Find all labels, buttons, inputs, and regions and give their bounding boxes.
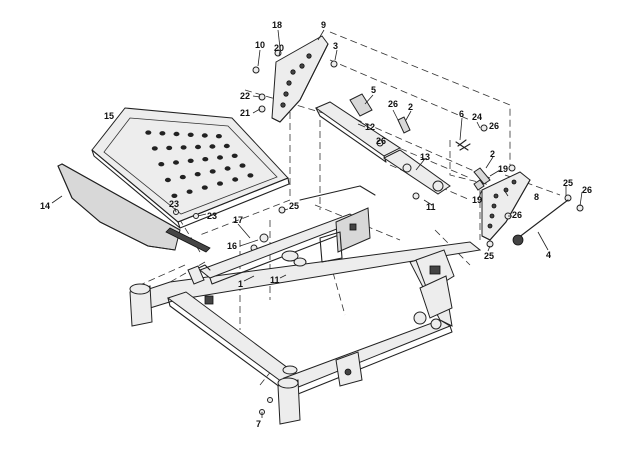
callout-19: 19 bbox=[472, 195, 482, 205]
hardware-small bbox=[173, 49, 584, 415]
seat-plate-hole bbox=[164, 177, 171, 183]
callout-24: 24 bbox=[472, 112, 482, 122]
callout-19: 19 bbox=[498, 164, 508, 174]
seat-plate-hole bbox=[239, 163, 246, 168]
seat-plate bbox=[91, 107, 290, 229]
seat-plate-hole bbox=[215, 134, 222, 139]
callout-2: 2 bbox=[408, 102, 413, 112]
seat-plate-hole bbox=[231, 153, 238, 158]
callout-22: 22 bbox=[240, 91, 250, 101]
seat-plate-hole bbox=[179, 174, 186, 180]
seat-plate-hole bbox=[159, 131, 166, 136]
seat-switch-rod bbox=[512, 199, 569, 246]
seat-plate-hole bbox=[187, 132, 194, 137]
callout-12: 12 bbox=[365, 122, 375, 132]
seat-plate-hole bbox=[151, 146, 158, 151]
callout-26: 26 bbox=[388, 99, 398, 109]
callout-23: 23 bbox=[207, 211, 217, 221]
seat-plate-hole bbox=[173, 160, 179, 165]
seat-plate-hole bbox=[247, 173, 254, 178]
callout-17: 17 bbox=[233, 215, 243, 225]
seat-plate-holes bbox=[145, 130, 254, 198]
callout-13: 13 bbox=[420, 152, 430, 162]
seat-plate-hole bbox=[173, 131, 180, 137]
seat-plate-hole bbox=[166, 145, 173, 151]
callout-11: 11 bbox=[426, 202, 436, 212]
callout-26: 26 bbox=[376, 136, 386, 146]
callout-11: 11 bbox=[270, 275, 280, 285]
callout-3: 3 bbox=[333, 41, 338, 51]
callout-7: 7 bbox=[256, 419, 261, 429]
callout-18: 18 bbox=[272, 20, 282, 30]
callout-9: 9 bbox=[321, 20, 326, 30]
callout-25: 25 bbox=[289, 201, 299, 211]
callout-6: 6 bbox=[459, 109, 464, 119]
seat-plate-hole bbox=[223, 143, 230, 149]
callout-25: 25 bbox=[563, 178, 573, 188]
seat-plate-hole bbox=[224, 166, 231, 171]
seat-plate-hole bbox=[158, 162, 165, 167]
seat-plate-hole bbox=[201, 185, 208, 190]
callout-14: 14 bbox=[40, 201, 50, 211]
seat-plate-hole bbox=[209, 169, 216, 174]
seat-plate-hole bbox=[201, 133, 208, 138]
callout-1: 1 bbox=[238, 279, 243, 289]
callout-leaders bbox=[51, 29, 583, 418]
foot-guard bbox=[57, 163, 211, 253]
callout-16: 16 bbox=[227, 241, 237, 251]
seat-plate-hole bbox=[180, 145, 187, 150]
seat-plate-hole bbox=[202, 157, 209, 162]
callout-26: 26 bbox=[512, 210, 522, 220]
callout-10: 10 bbox=[255, 40, 265, 50]
seat-plate-hole bbox=[194, 172, 201, 177]
seat-plate-hole bbox=[217, 155, 223, 160]
seat-plate-hole bbox=[186, 189, 193, 194]
callout-20: 20 bbox=[274, 43, 284, 53]
main-frame bbox=[129, 185, 482, 425]
callout-26: 26 bbox=[489, 121, 499, 131]
seat-plate-hole bbox=[187, 158, 194, 163]
linkage-arms bbox=[314, 101, 451, 195]
right-pivot-bracket bbox=[481, 171, 531, 241]
seat-plate-hole bbox=[195, 144, 201, 150]
callout-21: 21 bbox=[240, 108, 250, 118]
seat-plate-hole bbox=[232, 177, 239, 182]
callout-numbers: 18 9 10 20 3 22 21 5 26 2 12 6 24 26 15 … bbox=[40, 20, 592, 429]
callout-4: 4 bbox=[546, 250, 551, 260]
seat-plate-hole bbox=[217, 181, 223, 186]
callout-23: 23 bbox=[169, 199, 179, 209]
callout-2: 2 bbox=[490, 149, 495, 159]
callout-15: 15 bbox=[104, 111, 114, 121]
seat-plate-hole bbox=[171, 193, 178, 198]
callout-26: 26 bbox=[582, 185, 592, 195]
callout-8: 8 bbox=[534, 192, 539, 202]
seat-plate-hole bbox=[145, 130, 152, 135]
callout-25: 25 bbox=[484, 251, 494, 261]
callout-5: 5 bbox=[371, 85, 376, 95]
seat-plate-hole bbox=[209, 144, 216, 149]
left-pivot-bracket bbox=[271, 35, 329, 123]
